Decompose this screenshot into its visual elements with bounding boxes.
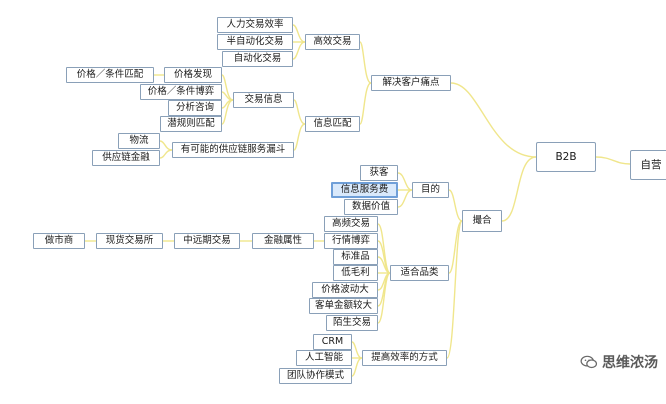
node-n26: 金融属性 (252, 233, 314, 249)
node-n27: 高频交易 (324, 216, 378, 232)
node-n20: 撮合 (462, 210, 502, 232)
node-n16: 获客 (360, 165, 398, 181)
node-n9: 分析咨询 (168, 100, 222, 116)
node-n24: 现货交易所 (96, 233, 163, 249)
link-n21-n22 (595, 156, 631, 165)
node-n18: 数据价值 (344, 199, 398, 215)
node-n19: 目的 (412, 182, 449, 198)
node-n5: 解决客户痛点 (371, 75, 451, 91)
link-n4-n3 (292, 41, 306, 60)
node-n12: 信息匹配 (305, 116, 360, 132)
link-n12-n11 (293, 99, 306, 125)
link-n38-n35 (351, 341, 363, 359)
wechat-icon (580, 355, 598, 369)
node-n23: 做市商 (33, 233, 85, 249)
node-n32: 客单金额较大 (309, 298, 378, 314)
node-n22: 自营 (630, 150, 666, 180)
node-n29: 标准品 (333, 249, 378, 265)
node-n10: 潜规则匹配 (160, 116, 222, 132)
node-n4: 高效交易 (305, 34, 360, 50)
node-n2: 半自动化交易 (217, 34, 293, 50)
node-n1: 人力交易效率 (217, 17, 293, 33)
node-n30: 低毛利 (333, 265, 378, 281)
node-n6: 价格／条件匹配 (66, 67, 154, 83)
node-n33: 陌生交易 (326, 315, 378, 331)
node-n31: 价格波动大 (312, 282, 378, 298)
link-n19-n18 (397, 189, 413, 208)
node-n38: 提高效率的方式 (362, 350, 447, 366)
watermark-text: 思维浓汤 (602, 355, 658, 371)
node-n14: 供应链金融 (92, 150, 160, 166)
node-n21: B2B (536, 142, 596, 172)
link-n12-n15 (293, 123, 306, 151)
node-n3: 自动化交易 (222, 51, 293, 67)
node-n8: 价格／条件博弈 (140, 84, 222, 100)
link-n4-n1 (292, 24, 306, 43)
link-n5-n4 (359, 41, 372, 84)
node-n34: 适合品类 (390, 265, 449, 281)
link-n5-n12 (359, 82, 372, 125)
link-n15-n14 (159, 149, 173, 159)
node-n17: 信息服务费 (331, 182, 398, 198)
node-n37: 团队协作模式 (279, 368, 352, 384)
link-n19-n16 (397, 172, 413, 191)
link-n20-n19 (448, 189, 463, 222)
link-n11-n7 (221, 74, 234, 101)
link-n11-n10 (221, 99, 234, 125)
link-n20-n38 (446, 220, 463, 359)
link-n21-n5 (450, 82, 537, 158)
node-n25: 中远期交易 (174, 233, 240, 249)
node-n28: 行情博弈 (324, 233, 378, 249)
node-n11: 交易信息 (233, 92, 294, 108)
node-n36: 人工智能 (296, 350, 352, 366)
link-n21-n20 (501, 156, 537, 222)
watermark: 思维浓汤 (580, 351, 658, 373)
node-n15: 有可能的供应链服务漏斗 (172, 142, 294, 158)
link-n15-n13 (159, 140, 173, 151)
node-n13: 物流 (118, 133, 160, 149)
node-n7: 价格发现 (164, 67, 222, 83)
link-n38-n37 (351, 357, 363, 377)
node-n35: CRM (313, 334, 352, 350)
link-n34-n33 (377, 272, 391, 324)
